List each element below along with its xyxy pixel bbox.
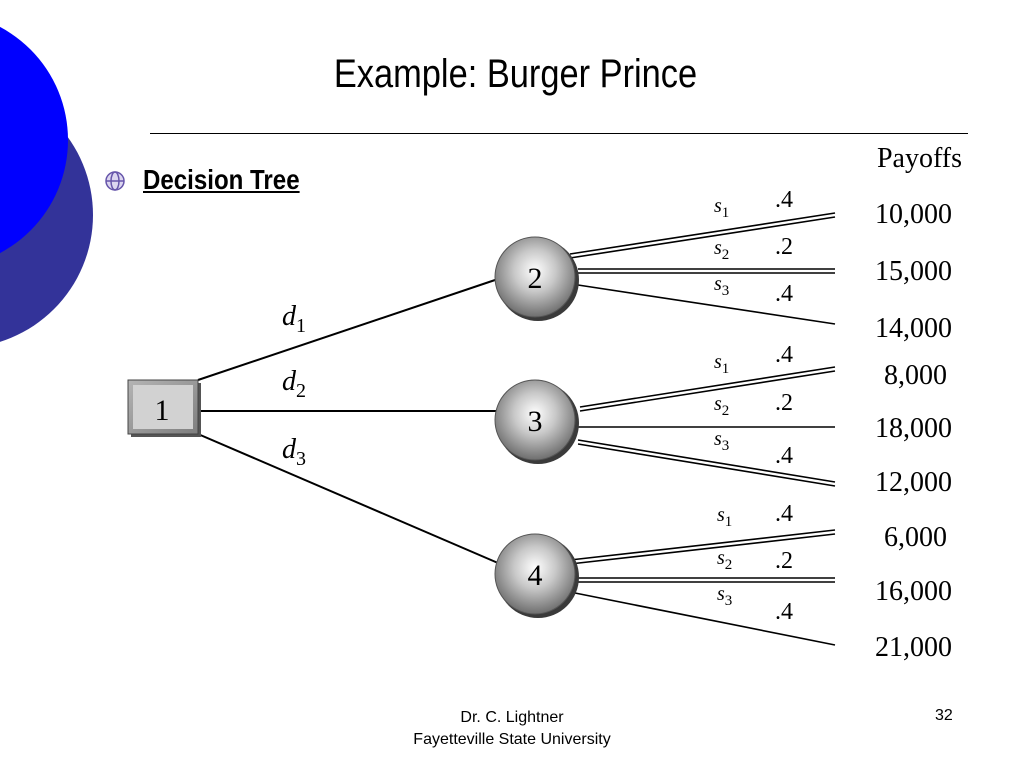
prob-label: .4 xyxy=(775,443,793,469)
decision-label-d1: d1 xyxy=(282,301,306,337)
payoff-value: 8,000 xyxy=(884,360,947,391)
prob-label: .4 xyxy=(775,281,793,307)
payoff-value: 18,000 xyxy=(875,413,952,444)
payoff-value: 12,000 xyxy=(875,467,952,498)
state-label: s3 xyxy=(714,273,729,299)
payoff-value: 21,000 xyxy=(875,632,952,663)
prob-label: .2 xyxy=(775,234,793,260)
chance-node-3-label: 3 xyxy=(528,405,543,438)
prob-label: .4 xyxy=(775,501,793,527)
chance-node-4: 4 xyxy=(494,533,579,618)
payoff-value: 10,000 xyxy=(875,199,952,230)
chance-node-2: 2 xyxy=(494,236,579,321)
chance-branches xyxy=(569,212,836,646)
state-label: s1 xyxy=(714,195,729,221)
prob-label: .4 xyxy=(775,599,793,625)
node2-s1-line xyxy=(569,212,836,255)
prob-label: .4 xyxy=(775,342,793,368)
decision-node-label: 1 xyxy=(155,394,170,427)
state-label: s3 xyxy=(717,583,732,609)
corner-decoration xyxy=(0,26,93,342)
node4-s3-line xyxy=(574,592,836,646)
prob-label: .2 xyxy=(775,390,793,416)
bullet-decision-tree: Decision Tree xyxy=(143,164,300,195)
state-label: s2 xyxy=(714,237,729,263)
node3-s1-line xyxy=(579,366,836,408)
payoff-value: 6,000 xyxy=(884,522,947,553)
state-label: s3 xyxy=(714,428,729,454)
decision-branches xyxy=(197,278,499,564)
state-label: s2 xyxy=(714,393,729,419)
prob-label: .4 xyxy=(775,187,793,213)
footer-institution: Fayetteville State University xyxy=(413,731,611,748)
footer: Dr. C. Lightner Fayetteville State Unive… xyxy=(0,707,1024,751)
node2-s3-line xyxy=(577,284,836,325)
decision-tree-diagram: 1 2 3 4 d1 d2 d3 s1 s2 s3 s1 s2 s3 s1 s2… xyxy=(127,143,962,663)
decision-label-d3: d3 xyxy=(282,434,306,470)
payoff-value: 14,000 xyxy=(875,313,952,344)
node3-s3-line xyxy=(577,439,836,483)
state-label: s1 xyxy=(717,504,732,530)
chance-node-2-label: 2 xyxy=(528,262,543,295)
branch-d1-line xyxy=(197,278,499,381)
globe-bullet-icon xyxy=(105,171,125,191)
payoff-value: 16,000 xyxy=(875,576,952,607)
footer-author: Dr. C. Lightner xyxy=(460,709,564,726)
decision-label-d2: d2 xyxy=(282,366,306,402)
payoff-value: 15,000 xyxy=(875,256,952,287)
chance-node-4-label: 4 xyxy=(528,559,543,592)
decision-node: 1 xyxy=(127,379,201,437)
slide-title: Example: Burger Prince xyxy=(333,52,698,96)
blue-circle-shape xyxy=(0,26,68,254)
node4-s1-line xyxy=(569,529,836,561)
branch-d3-line xyxy=(197,433,499,564)
state-label: s2 xyxy=(717,547,732,573)
state-label: s1 xyxy=(714,351,729,377)
payoffs-header: Payoffs xyxy=(877,143,962,174)
title-divider xyxy=(150,133,968,134)
prob-label: .2 xyxy=(775,548,793,574)
page-number: 32 xyxy=(935,707,953,724)
chance-node-3: 3 xyxy=(494,379,579,464)
